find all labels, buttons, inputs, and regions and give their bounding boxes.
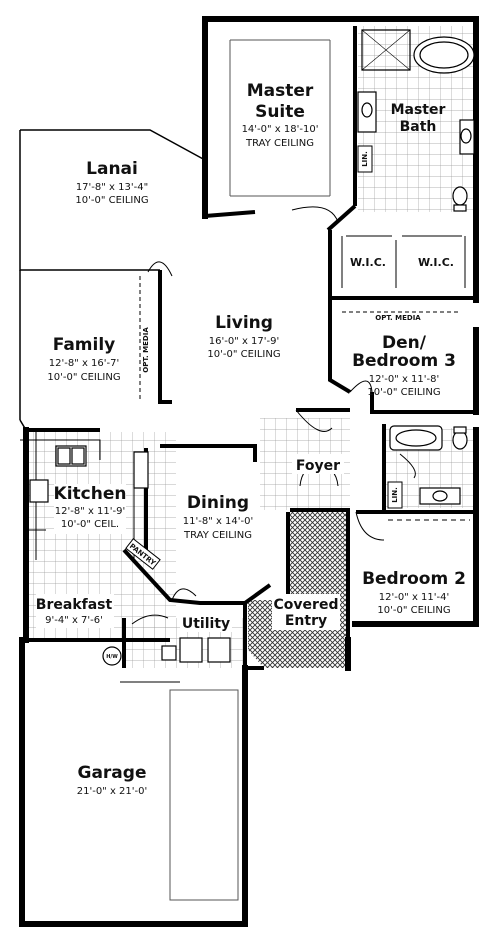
svg-text:9'-4" x 7'-6': 9'-4" x 7'-6' [45, 615, 103, 626]
svg-text:12'-0" x 11'-4': 12'-0" x 11'-4' [379, 592, 450, 603]
room-wic: W.I.C. W.I.C. [350, 256, 454, 269]
toilet-master [452, 186, 468, 206]
svg-text:14'-0" x 18'-10': 14'-0" x 18'-10' [242, 124, 319, 135]
svg-text:Dining: Dining [187, 493, 249, 513]
dryer [207, 637, 231, 663]
fixtures [29, 29, 475, 666]
svg-text:Bath: Bath [400, 119, 437, 135]
lanai-outline [19, 129, 206, 431]
svg-text:10'-0" CEIL.: 10'-0" CEIL. [61, 519, 119, 530]
svg-text:Bedroom 2: Bedroom 2 [362, 569, 466, 589]
svg-text:OPT. MEDIA: OPT. MEDIA [375, 314, 421, 322]
svg-text:TRAY CEILING: TRAY CEILING [245, 138, 314, 149]
room-master-suite: Master Suite 14'-0" x 18'-10' TRAY CEILI… [242, 81, 319, 149]
room-family: Family 12'-8" x 16'-7' 10'-0" CEILING OP… [47, 327, 150, 383]
svg-text:16'-0" x 17'-9': 16'-0" x 17'-9' [209, 336, 280, 347]
room-dining: Dining 11'-8" x 14'-0' TRAY CEILING [183, 493, 254, 541]
svg-text:LIN.: LIN. [361, 151, 369, 167]
light-lines [20, 39, 470, 901]
room-master-bath: Master Bath [391, 102, 446, 135]
svg-text:21'-0" x 21'-0': 21'-0" x 21'-0' [77, 786, 148, 797]
room-foyer: Foyer [292, 454, 344, 474]
svg-text:OPT. MEDIA: OPT. MEDIA [142, 327, 150, 373]
svg-text:Master: Master [391, 102, 446, 118]
svg-text:W.I.C.: W.I.C. [418, 256, 454, 269]
svg-text:10'-0" CEILING: 10'-0" CEILING [47, 372, 120, 383]
room-kitchen: Kitchen 12'-8" x 11'-9' 10'-0" CEIL. [54, 484, 127, 534]
svg-text:Bedroom 3: Bedroom 3 [352, 351, 456, 371]
svg-text:Garage: Garage [78, 763, 147, 783]
svg-text:10'-0" CEILING: 10'-0" CEILING [207, 349, 280, 360]
water-heater-label: H/W [106, 654, 118, 660]
svg-text:Master: Master [247, 81, 314, 101]
washer [179, 637, 203, 663]
room-den-bedroom3: OPT. MEDIA Den/ Bedroom 3 12'-0" x 11'-8… [352, 314, 456, 398]
svg-text:W.I.C.: W.I.C. [350, 256, 386, 269]
svg-text:10'-0" CEILING: 10'-0" CEILING [377, 605, 450, 616]
room-garage: Garage 21'-0" x 21'-0' [77, 763, 148, 797]
svg-text:10'-0" CEILING: 10'-0" CEILING [75, 195, 148, 206]
room-living: Living 16'-0" x 17'-9' 10'-0" CEILING [207, 313, 280, 360]
svg-text:17'-8" x 13'-4": 17'-8" x 13'-4" [76, 182, 148, 193]
svg-text:Suite: Suite [255, 102, 305, 122]
svg-text:Covered: Covered [274, 597, 339, 613]
svg-text:12'-8" x 16'-7': 12'-8" x 16'-7' [49, 358, 120, 369]
svg-text:11'-8" x 14'-0': 11'-8" x 14'-0' [183, 516, 254, 527]
toilet-bed2 [452, 430, 468, 450]
svg-text:LIN.: LIN. [391, 487, 399, 503]
svg-text:Family: Family [53, 335, 116, 355]
svg-text:Kitchen: Kitchen [54, 484, 127, 504]
room-breakfast: Breakfast 9'-4" x 7'-6' [36, 594, 114, 628]
refrigerator [133, 451, 149, 489]
svg-text:Lanai: Lanai [86, 159, 138, 179]
svg-text:Den/: Den/ [382, 333, 427, 353]
svg-text:Living: Living [215, 313, 273, 333]
svg-text:12'-0" x 11'-8': 12'-0" x 11'-8' [369, 374, 440, 385]
room-utility: Utility [180, 614, 232, 632]
linen-master: LIN. [357, 145, 373, 173]
svg-text:Entry: Entry [285, 613, 327, 629]
svg-text:Utility: Utility [182, 616, 230, 632]
range [29, 479, 49, 503]
linen-bed2: LIN. [387, 481, 403, 509]
room-covered-entry: Covered Entry [272, 594, 340, 630]
room-bedroom2: Bedroom 2 12'-0" x 11'-4' 10'-0" CEILING [362, 569, 466, 616]
svg-text:Breakfast: Breakfast [36, 597, 113, 613]
svg-text:TRAY CEILING: TRAY CEILING [183, 530, 252, 541]
room-lanai: Lanai 17'-8" x 13'-4" 10'-0" CEILING [75, 159, 148, 206]
svg-text:10'-0" CEILING: 10'-0" CEILING [367, 387, 440, 398]
svg-text:Foyer: Foyer [296, 458, 340, 474]
water-heater [102, 646, 122, 666]
svg-text:12'-8" x 11'-9': 12'-8" x 11'-9' [55, 506, 126, 517]
